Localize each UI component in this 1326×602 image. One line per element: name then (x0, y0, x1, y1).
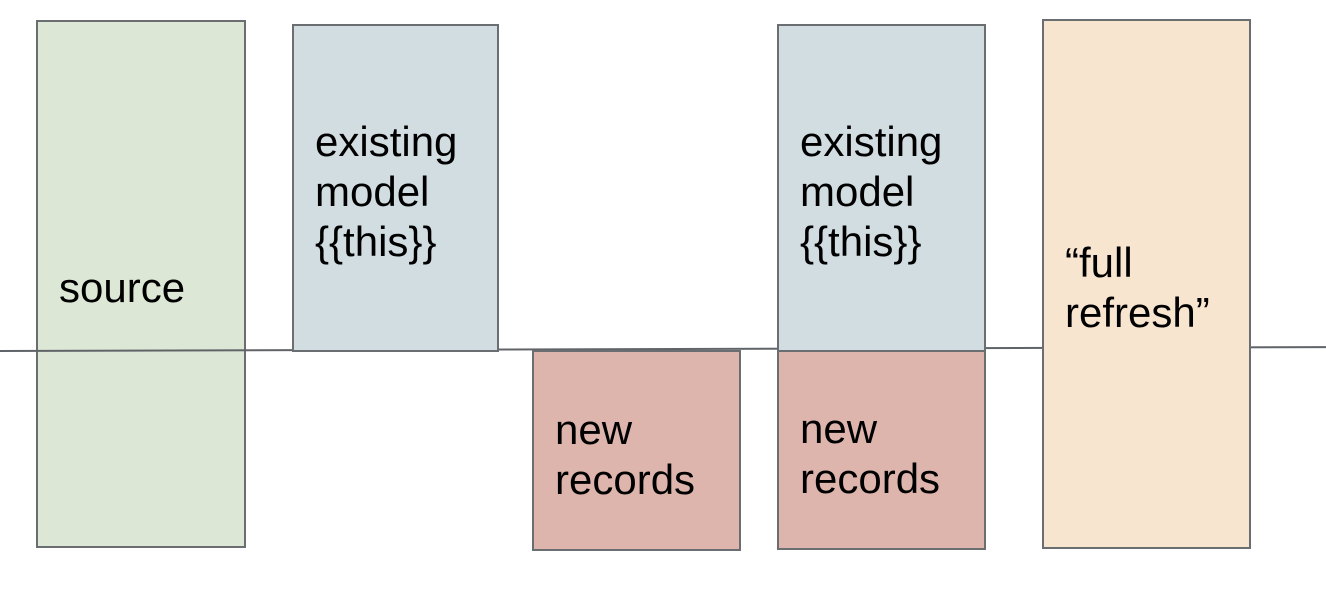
box-source-label: source (59, 264, 186, 311)
box-new-records-right-label: new records (800, 405, 941, 502)
box-existing-model-right: existing model {{this}} (777, 24, 986, 352)
box-new-records-right: new records (777, 350, 986, 550)
box-source: source (36, 20, 246, 548)
box-existing-model-left: existing model {{this}} (292, 24, 499, 352)
box-full-refresh: “full refresh” (1042, 19, 1251, 549)
box-new-records-left-label: new records (555, 405, 696, 503)
box-full-refresh-label: “full refresh” (1065, 239, 1210, 336)
box-new-records-left: new records (532, 350, 741, 551)
box-existing-model-right-label: existing model {{this}} (800, 118, 943, 265)
box-existing-model-left-label: existing model {{this}} (315, 118, 458, 265)
